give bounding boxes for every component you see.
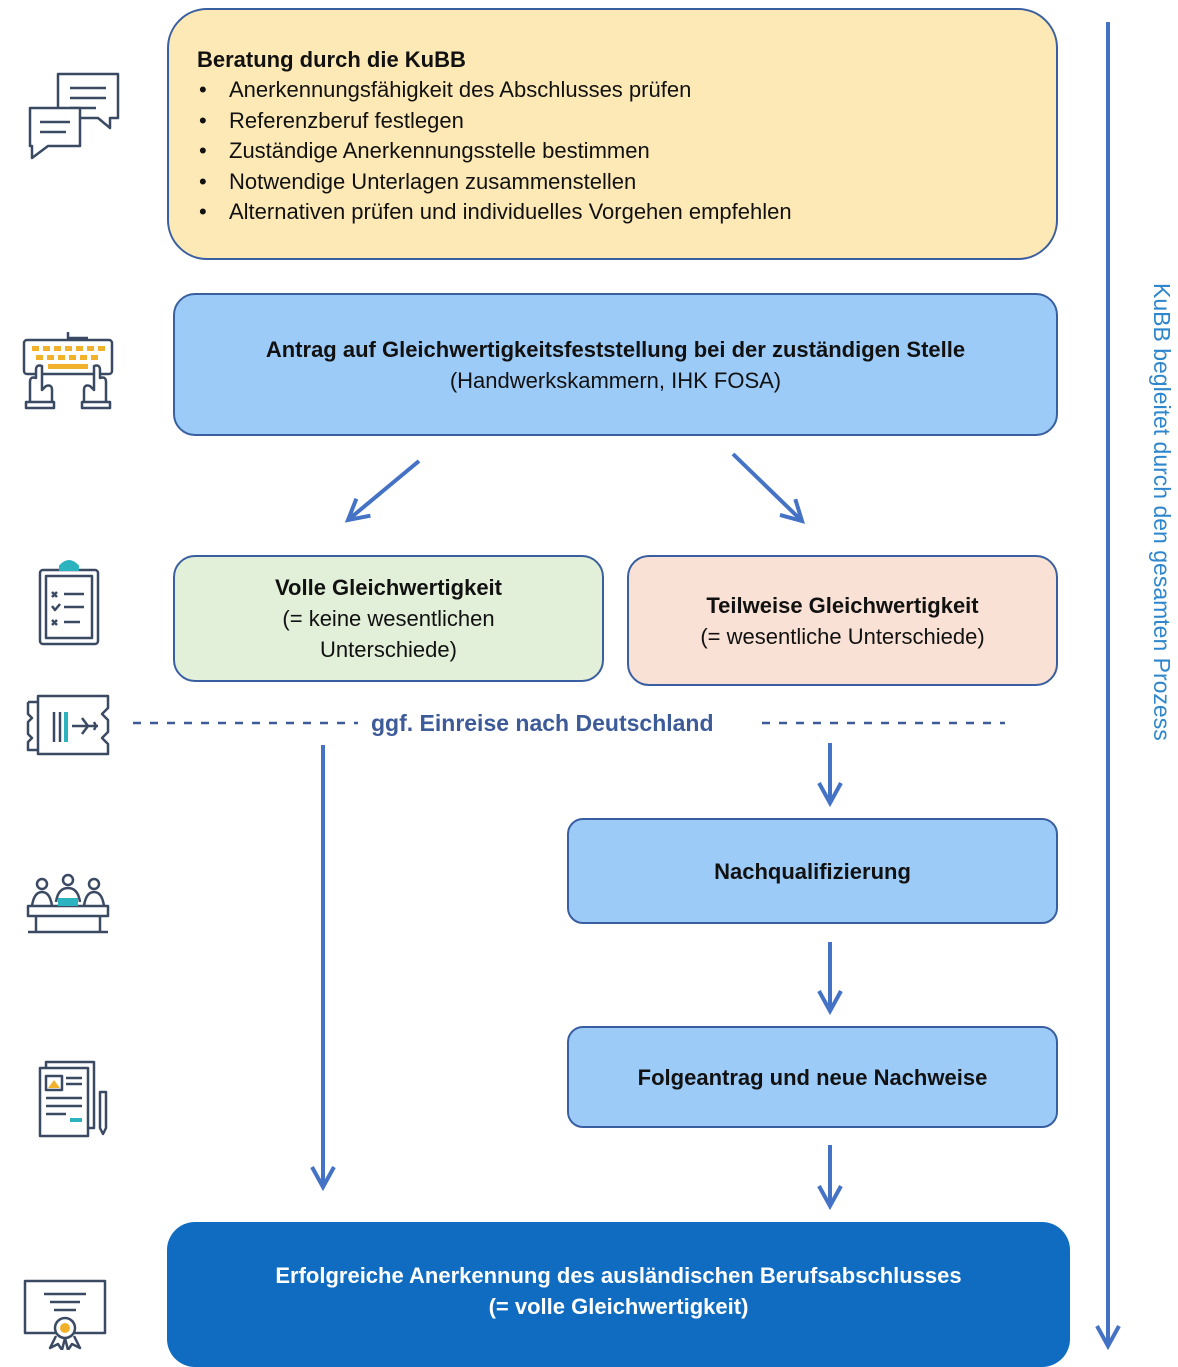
certificate-icon: [23, 1279, 107, 1350]
arrow-antrag-to-volle: [348, 459, 421, 520]
beratung-item: Referenzberuf festlegen: [197, 106, 792, 137]
beratung-item: Zuständige Anerkennungsstelle bestimmen: [197, 136, 792, 167]
checklist-clipboard-icon: [38, 560, 100, 646]
einreise-label: ggf. Einreise nach Deutschland: [367, 708, 718, 738]
keyboard-typing-icon: [22, 332, 114, 410]
arrow-antrag-to-teilweise: [731, 452, 802, 521]
nachqualifizierung-label: Nachqualifizierung: [714, 858, 911, 884]
teilweise-title: Teilweise Gleichwertigkeit: [706, 592, 979, 618]
antrag-title: Antrag auf Gleichwertigkeitsfeststellung…: [265, 336, 966, 362]
plane-ticket-icon: [26, 694, 110, 756]
beratung-item: Anerkennungsfähigkeit des Abschlusses pr…: [197, 75, 792, 106]
beratung-title: Beratung durch die KuBB: [197, 47, 466, 72]
erfolg-box: Erfolgreiche Anerkennung des ausländisch…: [167, 1222, 1070, 1367]
teilweise-subtitle: (= wesentliche Unterschiede): [700, 623, 985, 649]
documents-pen-icon: [38, 1060, 108, 1138]
beratung-item: Notwendige Unterlagen zusammenstellen: [197, 167, 792, 198]
volle-gleichwertigkeit-box: Volle Gleichwertigkeit (= keine wesentli…: [173, 555, 604, 682]
beratung-item: Alternativen prüfen und individuelles Vo…: [197, 197, 792, 228]
folgeantrag-label: Folgeantrag und neue Nachweise: [637, 1064, 988, 1090]
teilweise-gleichwertigkeit-box: Teilweise Gleichwertigkeit (= wesentlich…: [627, 555, 1058, 686]
volle-line2: Unterschiede): [320, 637, 457, 662]
beratung-list: Anerkennungsfähigkeit des Abschlusses pr…: [197, 75, 792, 228]
chat-bubbles-icon: [28, 72, 120, 160]
antrag-subtitle: (Handwerkskammern, IHK FOSA): [449, 367, 782, 393]
antrag-box: Antrag auf Gleichwertigkeitsfeststellung…: [173, 293, 1058, 436]
beratung-box: Beratung durch die KuBB Anerkennungsfähi…: [167, 8, 1058, 260]
erfolg-line2: (= volle Gleichwertigkeit): [488, 1294, 749, 1319]
nachqualifizierung-box: Nachqualifizierung: [567, 818, 1058, 924]
volle-title: Volle Gleichwertigkeit: [275, 575, 502, 600]
side-process-label: KuBB begleitet durch den gesamten Prozes…: [1149, 283, 1175, 741]
folgeantrag-box: Folgeantrag und neue Nachweise: [567, 1026, 1058, 1128]
volle-line1: (= keine wesentlichen: [282, 606, 495, 631]
erfolg-line1: Erfolgreiche Anerkennung des ausländisch…: [275, 1263, 962, 1288]
classroom-meeting-icon: [26, 873, 110, 934]
